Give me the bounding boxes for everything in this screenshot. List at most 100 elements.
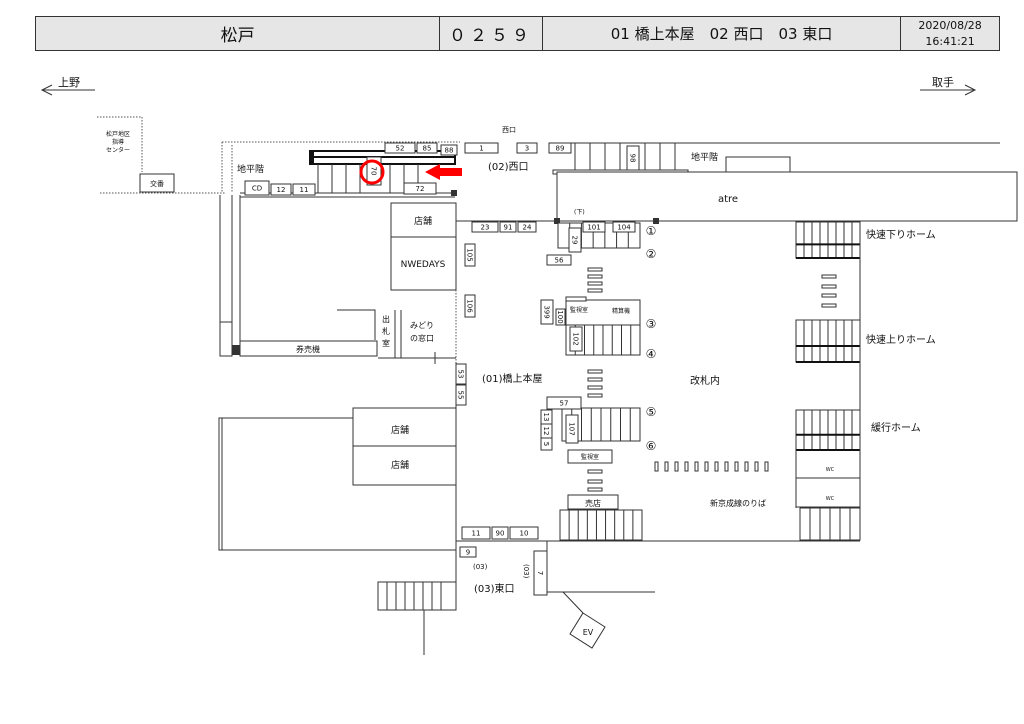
numbered-box-label: 13	[542, 413, 550, 422]
connector-bar	[587, 487, 603, 492]
numbered-box-label: 24	[523, 224, 532, 232]
police-box-label: 交番	[150, 179, 164, 188]
west-exit-label: (02)西口	[488, 162, 529, 173]
shop-1-label: 店舗	[414, 215, 432, 227]
fare-adjust-label: 精算機	[612, 307, 630, 315]
connector-bar	[821, 274, 837, 279]
numbered-box	[455, 384, 467, 406]
connector-bar	[587, 267, 603, 272]
stair-number-6: ⑥	[646, 439, 657, 453]
connector-bar	[587, 274, 603, 279]
numbered-box-label: 85	[423, 145, 432, 153]
shop-3	[352, 445, 457, 486]
numbered-box-label: 10	[520, 530, 529, 538]
numbered-box-label: 104	[617, 224, 631, 232]
connector-bar	[587, 479, 603, 484]
wc-1-label: WC	[826, 467, 835, 473]
ground-level-west-label: 地平階	[237, 163, 264, 175]
numbered-box-label: 53	[457, 370, 465, 379]
station-name: 松戸	[36, 17, 441, 50]
staircase	[795, 221, 861, 259]
atre-area	[556, 171, 1018, 222]
shop-2	[352, 407, 457, 447]
staircase	[795, 409, 861, 451]
gate-bar	[764, 461, 769, 472]
numbered-box	[464, 294, 476, 318]
shop-1	[390, 202, 457, 238]
numbered-box	[440, 144, 458, 156]
numbered-box	[516, 142, 538, 154]
numbered-box-label: 102	[572, 332, 580, 345]
connector-bar	[821, 293, 837, 298]
numbered-box-label: 57	[560, 400, 569, 408]
direction-left-arrow-icon	[40, 84, 95, 96]
stair-number-4: ④	[646, 347, 657, 361]
wc-2-label: WC	[826, 496, 835, 502]
numbered-box	[384, 142, 416, 154]
numbered-box-label: 91	[504, 224, 513, 232]
kiosk	[567, 494, 619, 510]
stairs-east-lower	[377, 581, 457, 655]
direction-left-label: 上野	[58, 76, 80, 89]
numbered-box	[540, 437, 553, 451]
date: 2020/08/28	[918, 18, 982, 32]
platform-rapid-up-label: 快速上りホーム	[866, 334, 936, 346]
staircase	[799, 507, 861, 541]
connector-bar	[587, 469, 603, 474]
shop-2-label: 店舗	[391, 424, 409, 436]
elevator-label: EV	[583, 628, 594, 637]
connector-bar	[587, 393, 603, 398]
exits-summary: 01 橋上本屋 02 西口 03 東口	[543, 17, 902, 50]
monitor-room-2	[567, 449, 613, 464]
numbered-box-label: 7	[536, 571, 544, 575]
platform-rapid-down-label: 快速下りホーム	[866, 229, 936, 241]
numbered-box	[292, 183, 316, 196]
header-bar: 松戸 ０２５９ 01 橋上本屋 02 西口 03 東口 2020/08/28 1…	[35, 16, 1000, 51]
numbered-box-label: 98	[629, 154, 637, 163]
numbered-box	[540, 299, 554, 325]
numbered-box-label: 101	[587, 224, 600, 232]
numbered-box-label: 11	[472, 530, 481, 538]
numbered-box-label: 3	[525, 145, 529, 153]
numbered-box	[565, 414, 579, 444]
connector-bar	[587, 281, 603, 286]
stair-number-5: ⑤	[646, 405, 657, 419]
numbered-box-label: 105	[466, 248, 474, 261]
timestamp: 2020/08/28 16:41:21	[901, 17, 999, 50]
numbered-box-label: 9	[466, 549, 470, 557]
down-marker: (下)	[574, 209, 585, 216]
police-box	[139, 173, 175, 193]
east-code-label: (03)	[473, 563, 488, 571]
connector-bar	[587, 369, 603, 374]
numbered-box-label: 70	[370, 167, 378, 176]
ground-level-east-label: 地平階	[691, 151, 718, 163]
numbered-box	[416, 142, 438, 154]
midori-label-2: の窓口	[410, 333, 434, 343]
numbered-box	[403, 182, 437, 195]
numbered-box-label: 106	[466, 299, 474, 313]
numbered-box-label: 29	[571, 236, 579, 245]
ticket-machines-label: 券売機	[296, 344, 320, 354]
numbered-box	[499, 221, 517, 233]
numbered-box	[461, 526, 491, 540]
shop-3-label: 店舗	[391, 459, 409, 471]
numbered-box-label: 55	[457, 391, 465, 400]
gate-bar	[694, 461, 699, 472]
staircase	[559, 509, 643, 541]
numbered-box	[582, 221, 606, 233]
numbered-box-label: 5	[542, 442, 550, 446]
numbered-box	[517, 221, 537, 233]
connector-bar	[587, 288, 603, 293]
monitor-room-1-label: 監視室	[570, 306, 588, 314]
numbered-box	[568, 227, 582, 253]
gate-bar	[734, 461, 739, 472]
staircase	[795, 319, 861, 363]
numbered-box-label: 23	[481, 224, 490, 232]
numbered-box-label: 89	[556, 145, 565, 153]
numbered-box	[533, 550, 548, 596]
east-code-vertical-label: (03)	[522, 564, 530, 579]
numbered-box-label: 52	[396, 145, 405, 153]
gate-bar	[684, 461, 689, 472]
highlight-arrow-icon	[425, 164, 462, 180]
guidance-center-label-1: 松戸地区	[106, 130, 130, 138]
